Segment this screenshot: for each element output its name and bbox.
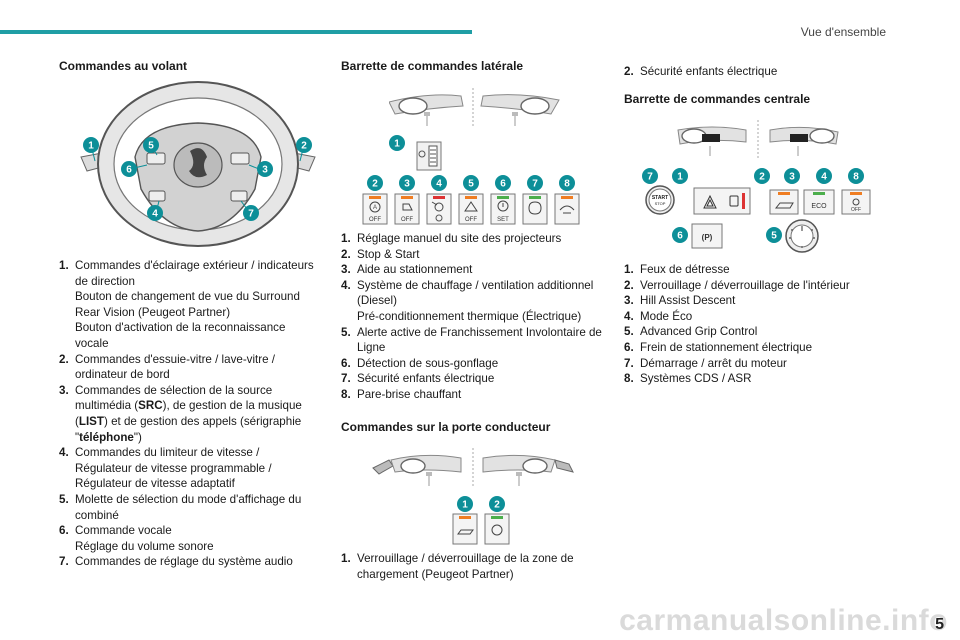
svg-text:1: 1: [677, 172, 683, 183]
steering-callout-badges: 1 5 2 6 3 4 7: [83, 137, 312, 221]
list-item: 5.Alerte active de Franchissement Involo…: [341, 325, 602, 355]
side-controls-heading: Barrette de commandes latérale: [341, 59, 524, 73]
svg-text:4: 4: [152, 209, 158, 220]
svg-text:OFF: OFF: [851, 207, 861, 213]
list-item: 5.Advanced Grip Control: [624, 325, 758, 339]
svg-text:2: 2: [372, 179, 378, 190]
watermark-text: carmanualsonline.info: [619, 604, 948, 637]
list-item: 4.Mode Éco: [624, 309, 693, 323]
svg-text:5: 5: [148, 141, 154, 152]
steering-controls-heading: Commandes au volant: [59, 59, 188, 73]
list-item: 8.Systèmes CDS / ASR: [624, 372, 752, 386]
list-item: 1.Réglage manuel du site des projecteurs: [341, 232, 562, 245]
list-item: 2.Commandes d'essuie-vitre / lave-vitre …: [59, 352, 276, 382]
svg-text:OFF: OFF: [369, 217, 381, 223]
svg-text:4: 4: [821, 172, 827, 183]
svg-text:6: 6: [126, 165, 132, 176]
page-number: 5: [935, 616, 944, 633]
list-item: 7.Démarrage / arrêt du moteur: [624, 356, 787, 370]
section-title: Vue d'ensemble: [800, 25, 886, 39]
door-controls-figure: 1 2: [372, 448, 574, 545]
child-lock-continuation-list: 2.Sécurité enfants électrique: [624, 64, 894, 80]
svg-text:1: 1: [394, 139, 400, 150]
svg-text:7: 7: [647, 172, 653, 183]
svg-text:SET: SET: [497, 217, 509, 223]
side-control-strip-figure: 1: [389, 88, 560, 171]
svg-text:(P): (P): [702, 233, 713, 242]
list-item: 2.Sécurité enfants électrique: [624, 65, 778, 78]
svg-text:STOP: STOP: [655, 201, 666, 206]
door-controls-heading: Commandes sur la porte conducteur: [341, 420, 551, 434]
steering-wheel-figure: 1 5 2 6 3 4 7: [80, 81, 316, 247]
svg-text:3: 3: [262, 165, 268, 176]
list-item: 6.Détection de sous-gonflage: [341, 356, 499, 370]
list-item: 1.Feux de détresse: [624, 263, 730, 276]
list-item: 1.Commandes d'éclairage extérieur / indi…: [59, 259, 314, 350]
list-item: 2.Stop & Start: [341, 247, 420, 261]
svg-text:7: 7: [532, 179, 538, 190]
svg-text:1: 1: [88, 141, 94, 152]
steering-controls-list: 1.Commandes d'éclairage extérieur / indi…: [59, 258, 317, 570]
list-item: 8.Pare-brise chauffant: [341, 387, 462, 401]
svg-text:8: 8: [853, 172, 859, 183]
svg-text:1: 1: [462, 500, 468, 511]
list-item: 4.Système de chauffage / ventilation add…: [341, 278, 594, 323]
svg-text:ECO: ECO: [811, 203, 827, 210]
svg-text:A: A: [373, 205, 377, 211]
svg-text:5: 5: [771, 231, 777, 242]
list-item: 7.Sécurité enfants électrique: [341, 372, 495, 386]
svg-text:7: 7: [248, 209, 254, 220]
svg-text:5: 5: [468, 179, 474, 190]
svg-text:3: 3: [404, 179, 410, 190]
list-item: 3.Hill Assist Descent: [624, 294, 736, 308]
list-item: 4.Commandes du limiteur de vitesse / Rég…: [59, 446, 272, 491]
svg-text:2: 2: [759, 172, 765, 183]
svg-text:4: 4: [436, 179, 442, 190]
list-item: 3.Aide au stationnement: [341, 263, 473, 277]
svg-text:6: 6: [500, 179, 506, 190]
svg-text:3: 3: [789, 172, 795, 183]
list-item: 6.Frein de stationnement électrique: [624, 340, 813, 354]
door-controls-list: 1.Verrouillage / déverrouillage de la zo…: [341, 551, 603, 582]
list-item: 2.Verrouillage / déverrouillage de l'int…: [624, 278, 850, 292]
list-item: 7.Commandes de réglage du système audio: [59, 555, 293, 569]
svg-text:2: 2: [301, 141, 307, 152]
svg-text:OFF: OFF: [465, 217, 477, 223]
side-controls-list: 1.Réglage manuel du site des projecteurs…: [341, 231, 603, 403]
svg-text:6: 6: [677, 231, 683, 242]
central-controls-list: 1.Feux de détresse 2.Verrouillage / déve…: [624, 262, 894, 387]
list-item: 1.Verrouillage / déverrouillage de la zo…: [341, 552, 574, 581]
central-control-strip-figure: 7 1 2 3 4 8 6 5 START STOP ECO OFF: [642, 120, 871, 253]
side-button-row: 2 3 4 5 6 7 8 A OFF OFF OF: [362, 175, 580, 225]
list-item: 3.Commandes de sélection de la source mu…: [59, 383, 302, 444]
svg-text:OFF: OFF: [401, 217, 413, 223]
svg-text:2: 2: [494, 500, 500, 511]
svg-text:8: 8: [564, 179, 570, 190]
header-accent-bar: [0, 30, 472, 34]
svg-text:START: START: [652, 195, 668, 201]
list-item: 5.Molette de sélection du mode d'afficha…: [59, 492, 302, 522]
central-controls-heading: Barrette de commandes centrale: [624, 92, 811, 106]
